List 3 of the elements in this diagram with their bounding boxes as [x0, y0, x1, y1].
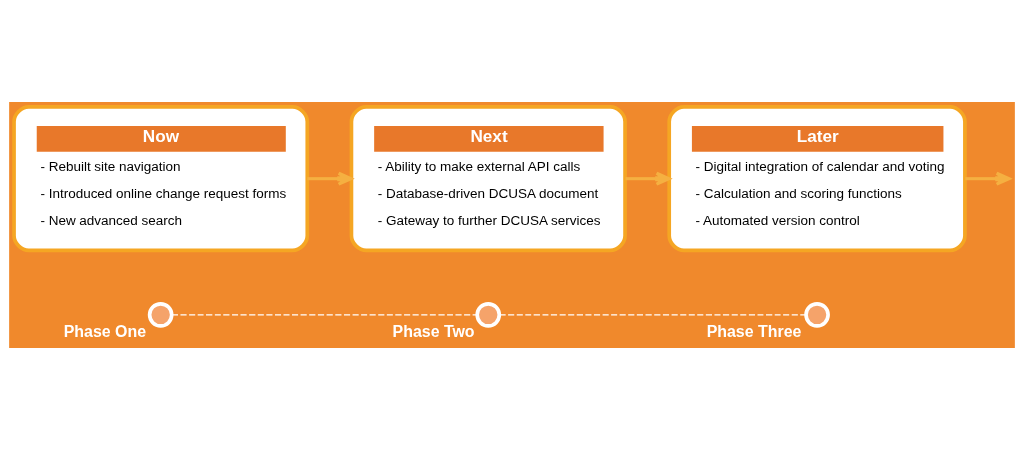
- node-label: Phase Three: [706, 322, 802, 340]
- node-label: Phase Two: [392, 322, 475, 340]
- node-label: Phase One: [63, 322, 147, 340]
